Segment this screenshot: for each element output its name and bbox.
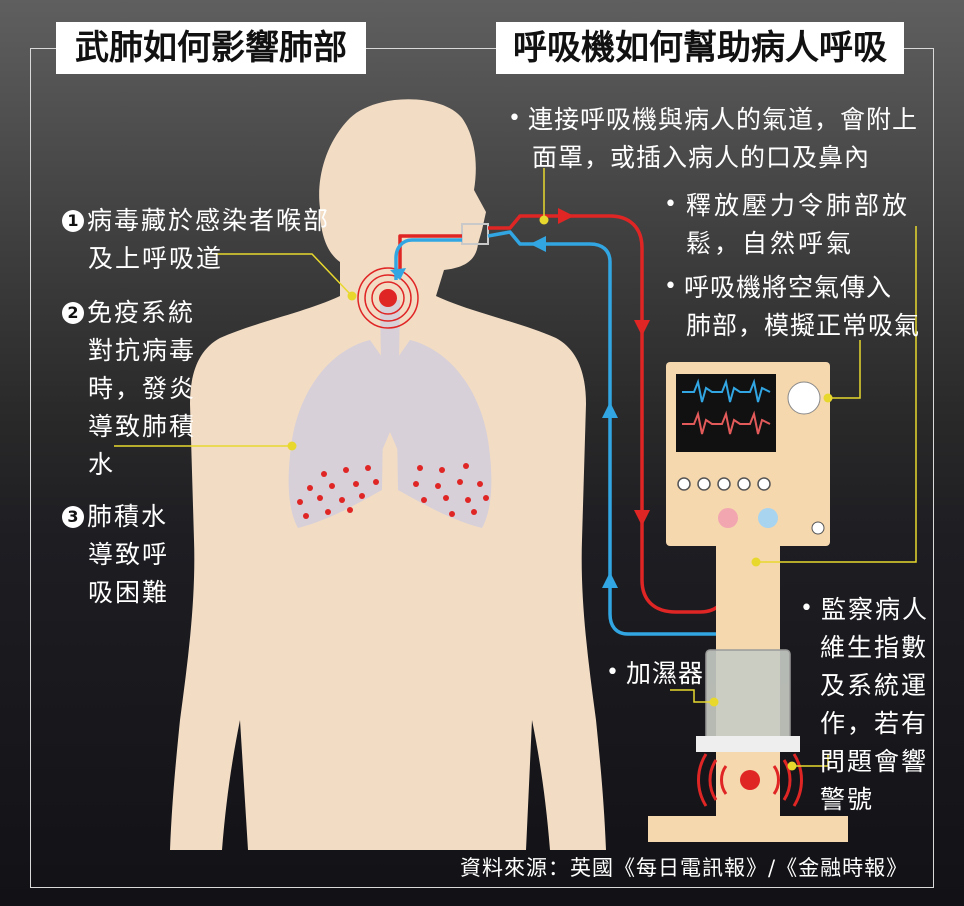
arrow-red-down-icon: [634, 510, 650, 526]
ventilator-machine: [648, 362, 848, 842]
leader-dots: [287, 215, 833, 771]
lungs: [288, 340, 492, 528]
port-blue: [758, 508, 778, 528]
label-exhale: •釋放壓力令肺部放 鬆，自然呼氣: [664, 191, 910, 258]
machine-base: [648, 816, 848, 842]
arrow-blue-up-icon: [602, 572, 618, 588]
label-monitoring: •監察病人 維生指數 及系統運 作，若有 問題會響 警號: [800, 595, 929, 814]
step-number-badge: 1: [62, 210, 84, 232]
label-inhale: •呼吸機將空氣傳入 肺部，模擬正常吸氣: [664, 273, 921, 340]
lung-fluid-dots: [297, 463, 489, 519]
machine-small-button: [811, 521, 825, 535]
alarm-waves-icon: [697, 753, 803, 807]
outer-frame: [30, 48, 934, 888]
humidifier: [696, 649, 800, 752]
arrow-blue-into-throat-icon: [390, 268, 406, 280]
arrow-red-right-icon: [558, 208, 574, 224]
screen-waveform-red: [682, 410, 771, 435]
label-airway-connection: •連接呼吸機與病人的氣道，會附上 面罩，或插入病人的口及鼻內: [508, 105, 918, 172]
machine-dial: [787, 381, 821, 415]
lung-left: [288, 340, 384, 528]
label-humidifier: •加濕器: [606, 659, 704, 688]
title-ventilator: 呼吸機如何幫助病人呼吸: [496, 22, 904, 74]
infection-target-icon: [357, 267, 419, 329]
lung-right: [396, 340, 492, 528]
arrow-red-down-icon: [634, 320, 650, 336]
machine-buttons: [677, 477, 771, 491]
port-red: [718, 508, 738, 528]
title-covid-lungs: 武肺如何影響肺部: [56, 22, 366, 74]
source-credit: 資料來源：英國《每日電訊報》/《金融時報》: [460, 856, 909, 880]
human-body-silhouette: [170, 99, 606, 850]
airway-connector: [461, 223, 489, 245]
arrow-blue-left-icon: [530, 236, 546, 252]
trachea: [362, 300, 418, 474]
arrow-blue-up-icon: [602, 402, 618, 418]
step-number-badge: 2: [62, 302, 84, 324]
step-number-badge: 3: [62, 506, 84, 528]
screen-waveform-blue: [682, 378, 771, 403]
leader-lines: [114, 168, 917, 767]
